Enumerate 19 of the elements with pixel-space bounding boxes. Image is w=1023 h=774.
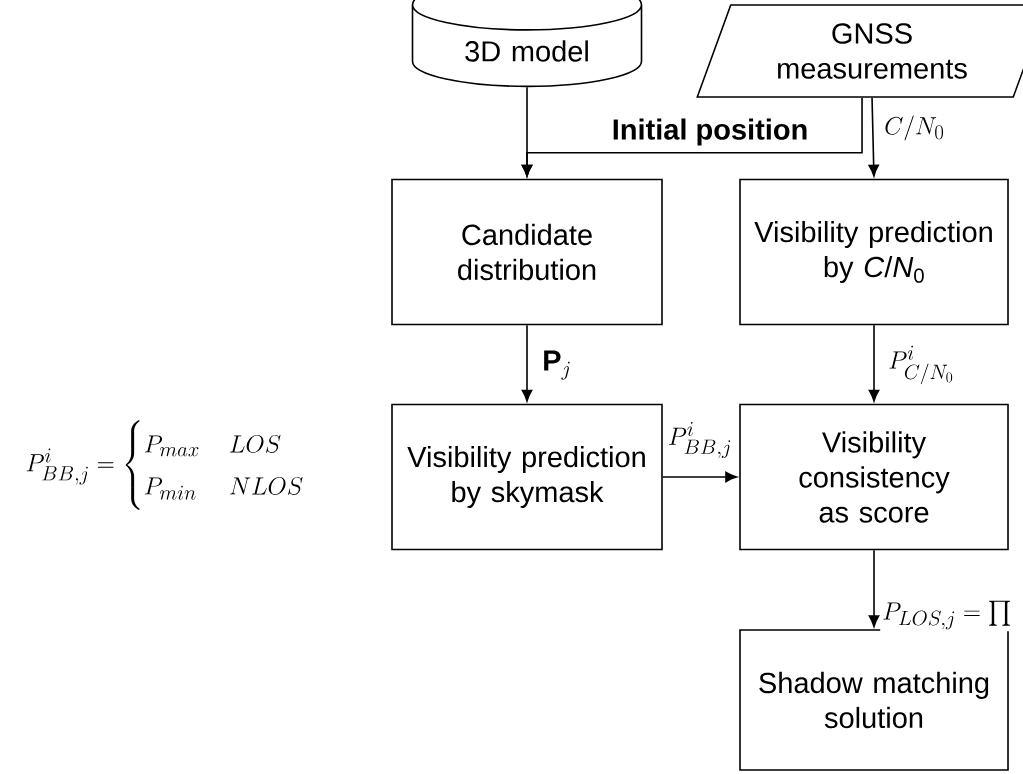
edge-label: $C/N_0$ [882,113,947,143]
arrow [521,97,863,177]
edge-label: Initial position [609,116,811,148]
edge-label: $\mathbf{P}_j$ [540,348,574,382]
edge-label: $P^i_{C/N_0}$ [886,343,956,387]
arrow [868,324,880,402]
process-box: Visibility consistency as score [739,403,1009,551]
edge-label: $P^i_{BB,j}$ [665,420,735,460]
database-cylinder: 3D model [411,0,643,88]
process-box: Visibility prediction by skymask [391,403,663,551]
arrow [868,97,879,177]
arrow [521,324,533,402]
process-box: Candidate distribution [391,178,663,326]
formula: $P^i_{BB,j} = \begin{cases} P_{max} & LOS \\ P_{min} & NLOS \end{cases}$ [26,420,303,510]
process-box: Visibility prediction by C/N$_{0}$ [739,178,1009,326]
edge-label: $P_{LOS,j} = \prod$ [880,598,1014,632]
arrow [868,549,880,628]
input-parallelogram: GNSS measurements [696,4,1023,98]
arrow [662,471,738,483]
